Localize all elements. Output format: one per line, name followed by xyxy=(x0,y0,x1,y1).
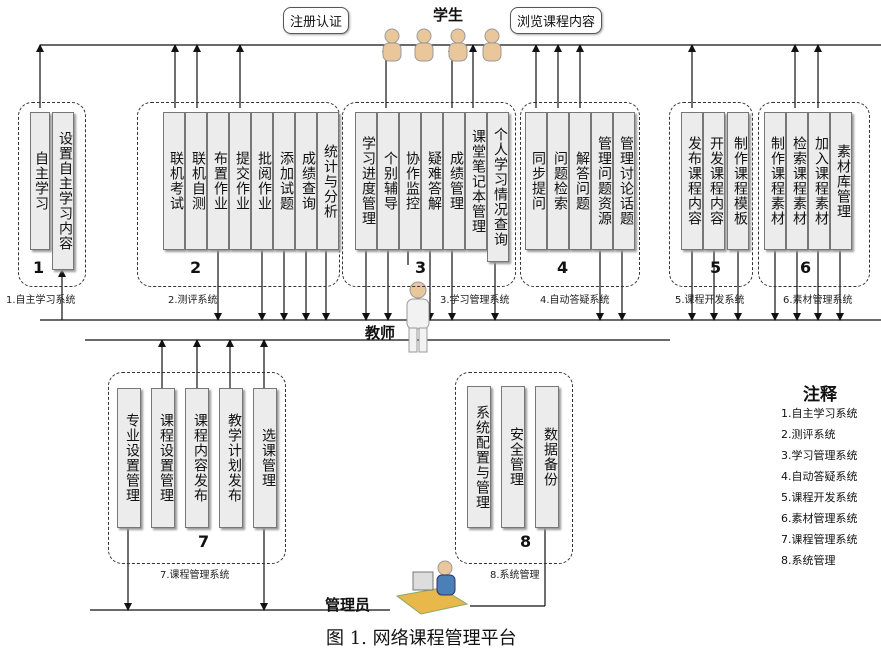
note-item: 3.学习管理系统 xyxy=(781,449,858,462)
module-teaching-plan[interactable]: 教学计划发布 xyxy=(219,388,243,528)
module-course-settings[interactable]: 课程设置管理 xyxy=(151,388,175,528)
module-grade-homework[interactable]: 批阅作业 xyxy=(251,112,273,250)
group-6-label: 6.素材管理系统 xyxy=(783,295,853,306)
note-item: 8.系统管理 xyxy=(781,554,836,567)
group-1-frame xyxy=(18,102,86,287)
note-item: 6.素材管理系统 xyxy=(781,512,858,525)
student-figures xyxy=(382,28,502,62)
group-8-frame xyxy=(455,372,573,564)
module-publish-course[interactable]: 发布课程内容 xyxy=(681,112,703,250)
module-collaboration-monitoring[interactable]: 协作监控 xyxy=(399,112,421,250)
module-course-template[interactable]: 制作课程模板 xyxy=(727,112,749,250)
group-5-number: 5 xyxy=(710,258,722,277)
group-7-label: 7.课程管理系统 xyxy=(160,570,230,581)
module-difficult-answers[interactable]: 疑难答解 xyxy=(421,112,443,250)
admin-label: 管理员 xyxy=(325,596,371,614)
module-individual-tutoring[interactable]: 个别辅导 xyxy=(377,112,399,250)
group-5-label: 5.课程开发系统 xyxy=(675,295,745,306)
module-assign-homework[interactable]: 布置作业 xyxy=(207,112,229,250)
group-4-frame xyxy=(520,102,640,287)
module-manage-question-resources[interactable]: 管理问题资源 xyxy=(591,112,613,250)
module-online-exam[interactable]: 联机考试 xyxy=(163,112,185,250)
group-8-number: 8 xyxy=(520,532,532,551)
group-1-label: 1.自主学习系统 xyxy=(6,295,76,306)
module-material-library[interactable]: 素材库管理 xyxy=(830,112,852,250)
module-statistics-analysis[interactable]: 统计与分析 xyxy=(317,112,339,250)
register-callout: 注册认证 xyxy=(283,7,350,34)
group-4-number: 4 xyxy=(557,258,569,277)
group-5-frame xyxy=(669,102,753,287)
module-data-backup[interactable]: 数据备份 xyxy=(535,386,559,528)
admin-figure xyxy=(395,560,469,615)
module-question-search[interactable]: 问题检索 xyxy=(547,112,569,250)
group-1-number: 1 xyxy=(33,258,45,277)
group-7-number: 7 xyxy=(198,532,210,551)
notes-title: 注释 xyxy=(803,385,837,405)
module-make-materials[interactable]: 制作课程素材 xyxy=(764,112,786,250)
module-score-management[interactable]: 成绩管理 xyxy=(443,112,465,250)
figure-caption: 图 1. 网络课程管理平台 xyxy=(326,628,517,649)
group-3-frame xyxy=(342,102,516,287)
module-progress-management[interactable]: 学习进度管理 xyxy=(355,112,377,250)
teacher-label: 教师 xyxy=(365,324,396,342)
student-label: 学生 xyxy=(433,6,464,24)
module-course-content-publish[interactable]: 课程内容发布 xyxy=(185,388,209,528)
module-add-questions[interactable]: 添加试题 xyxy=(273,112,295,250)
group-8-label: 8.系统管理 xyxy=(490,570,540,581)
note-item: 2.测评系统 xyxy=(781,428,836,441)
module-system-config[interactable]: 系统配置与管理 xyxy=(467,386,491,528)
module-submit-homework[interactable]: 提交作业 xyxy=(229,112,251,250)
note-item: 5.课程开发系统 xyxy=(781,491,858,504)
module-manage-discussion-topics[interactable]: 管理讨论话题 xyxy=(613,112,635,250)
module-sync-questions[interactable]: 同步提问 xyxy=(525,112,547,250)
module-answer-questions[interactable]: 解答问题 xyxy=(569,112,591,250)
module-develop-course[interactable]: 开发课程内容 xyxy=(703,112,725,250)
module-autonomous-learning[interactable]: 自主学习 xyxy=(30,112,50,250)
module-course-selection[interactable]: 选课管理 xyxy=(253,388,277,528)
group-6-number: 6 xyxy=(800,258,812,277)
group-3-number: 3 xyxy=(415,258,427,277)
note-item: 7.课程管理系统 xyxy=(781,533,858,546)
module-set-autonomous-content[interactable]: 设置自主学习内容 xyxy=(52,112,74,270)
module-personal-learning-query[interactable]: 个人学习情况查询 xyxy=(487,112,509,262)
module-notebook-management[interactable]: 课堂笔记本管理 xyxy=(465,112,487,250)
group-6-frame xyxy=(758,102,870,287)
group-7-frame xyxy=(108,372,286,564)
module-online-self-test[interactable]: 联机自测 xyxy=(185,112,207,250)
group-2-frame xyxy=(137,102,340,287)
module-score-query[interactable]: 成绩查询 xyxy=(295,112,317,250)
group-3-label: 3.学习管理系统 xyxy=(440,295,510,306)
teacher-figure xyxy=(406,281,430,353)
group-2-label: 2.测评系统 xyxy=(168,295,218,306)
module-add-materials[interactable]: 加入课程素材 xyxy=(808,112,830,250)
module-major-settings[interactable]: 专业设置管理 xyxy=(117,388,141,528)
note-item: 4.自动答疑系统 xyxy=(781,470,858,483)
module-security[interactable]: 安全管理 xyxy=(501,386,525,528)
note-item: 1.自主学习系统 xyxy=(781,407,858,420)
module-search-materials[interactable]: 检索课程素材 xyxy=(786,112,808,250)
browse-callout: 浏览课程内容 xyxy=(510,7,603,34)
group-2-number: 2 xyxy=(190,258,202,277)
group-4-label: 4.自动答疑系统 xyxy=(540,295,610,306)
